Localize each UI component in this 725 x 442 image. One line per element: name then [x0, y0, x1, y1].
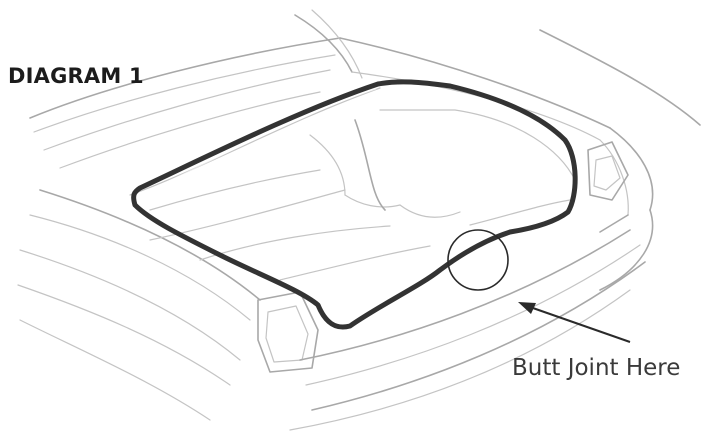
callout-arrow: [518, 302, 631, 343]
trunk-seal: [131, 79, 578, 330]
butt-joint-gap: [469, 254, 487, 266]
diagram-title: DIAGRAM 1: [8, 64, 144, 88]
butt-joint-label: Butt Joint Here: [512, 355, 681, 381]
butt-joint-circle: [447, 229, 509, 291]
car-rear-line-art: [17, 9, 701, 431]
